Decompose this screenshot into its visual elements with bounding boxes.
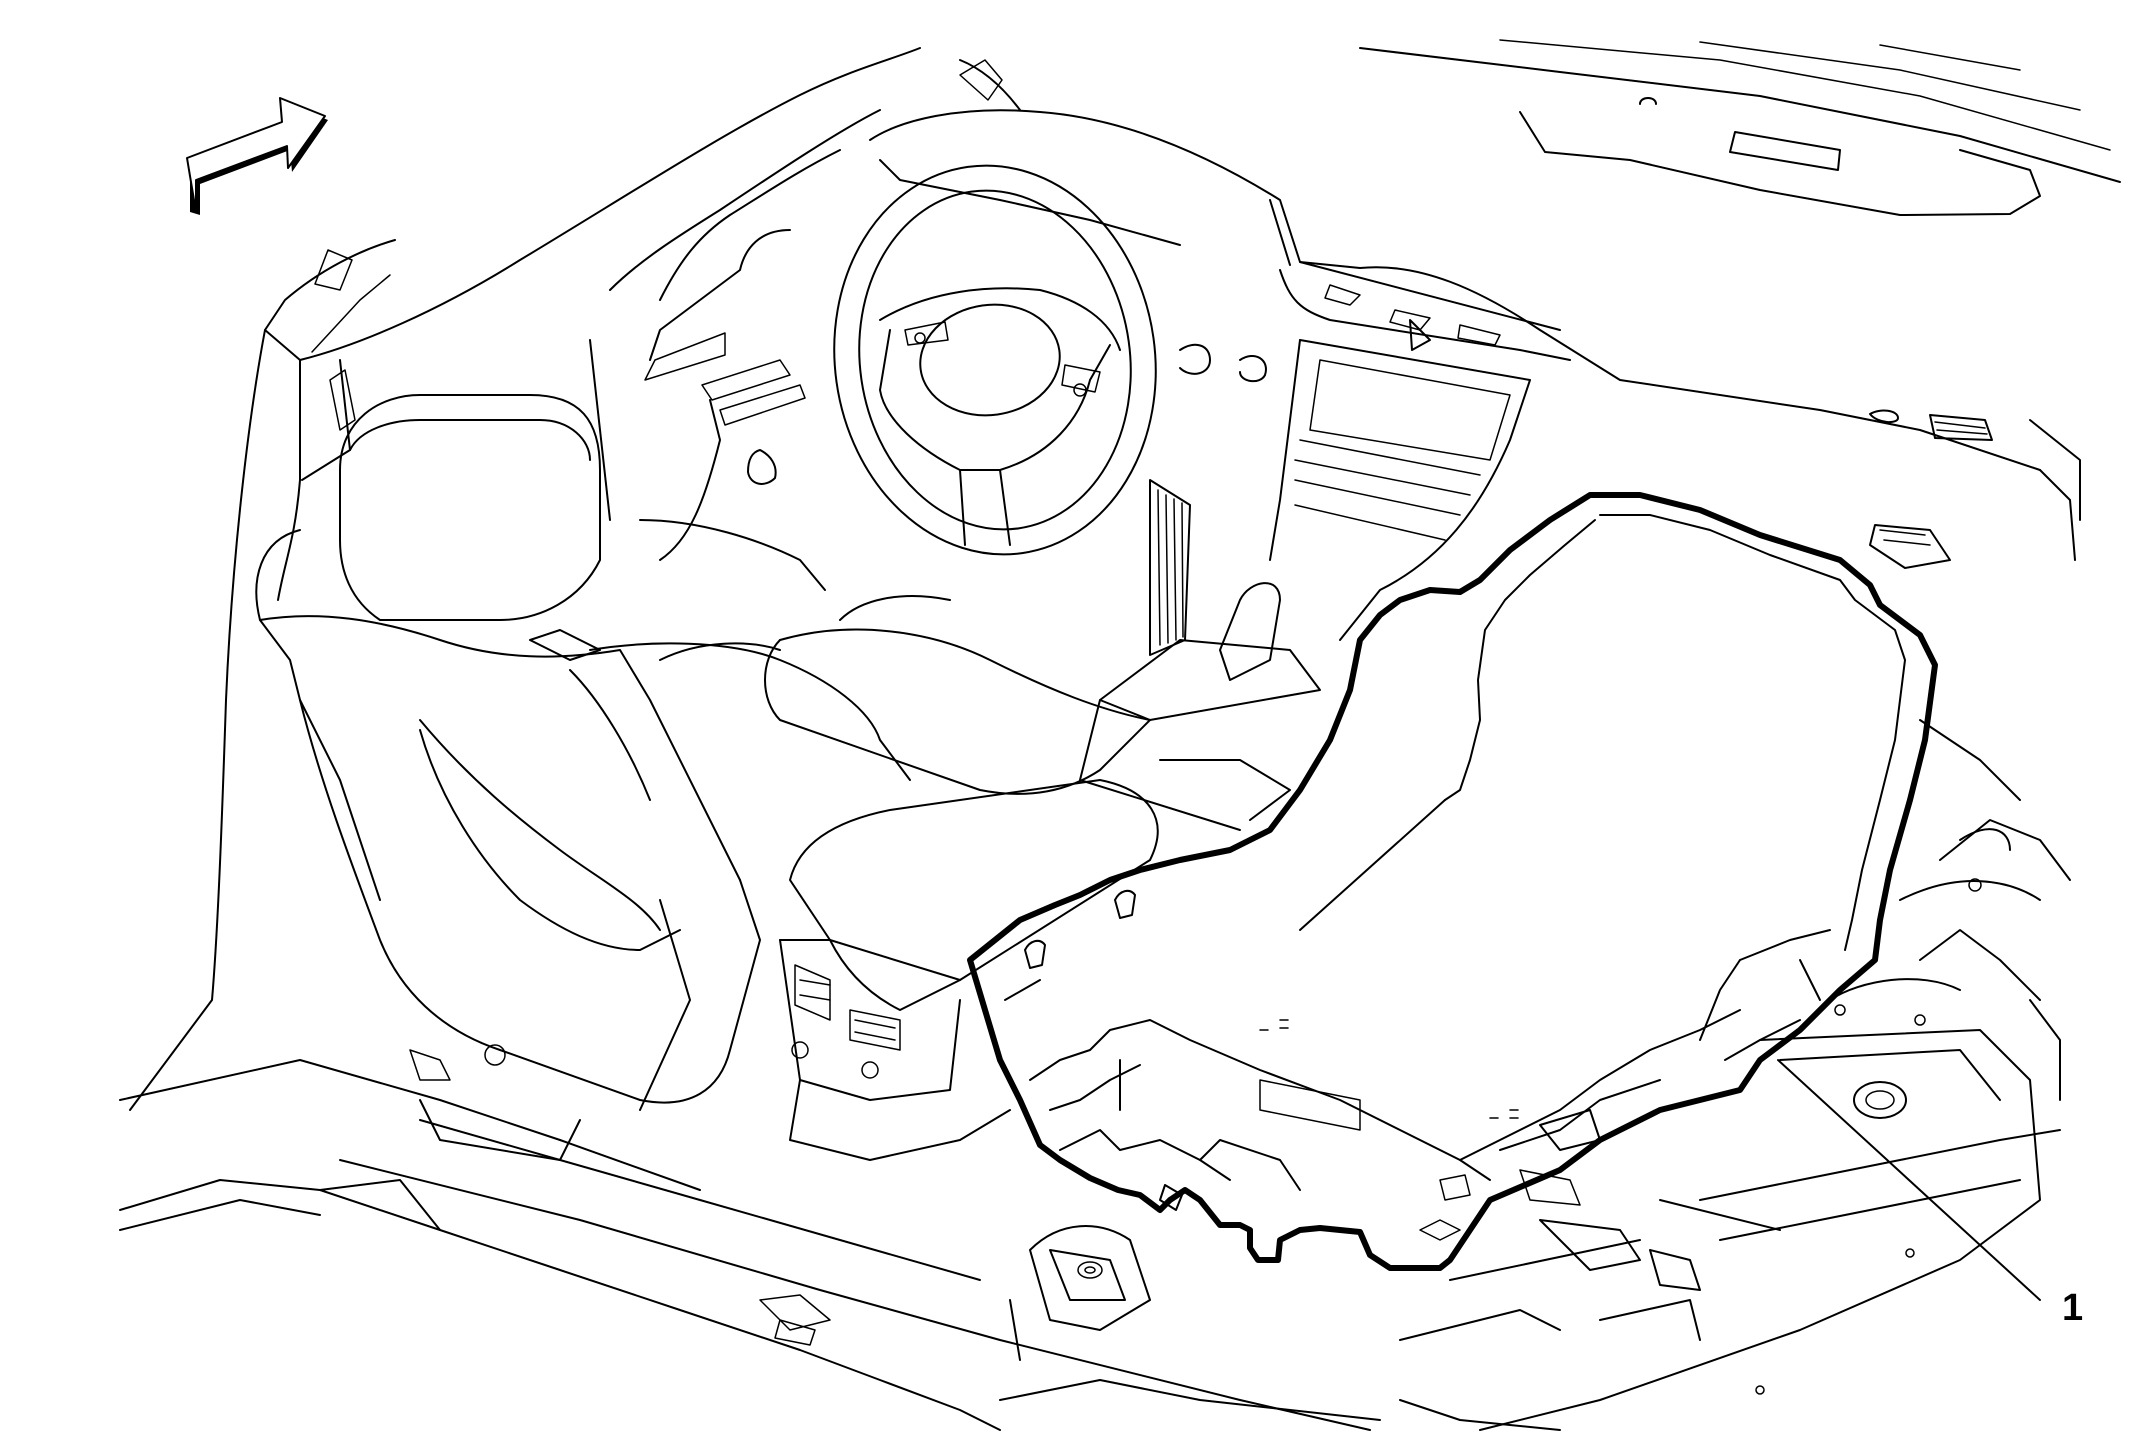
- callout-1-leader: [1777, 1059, 2041, 1301]
- passenger-seat-cushion: [659, 595, 1151, 795]
- floor-pan: [119, 1059, 1561, 1431]
- right-floor-structure: [1399, 719, 2071, 1431]
- callout-1-label: 1: [2062, 1287, 2083, 1329]
- center-console: [779, 639, 1321, 1161]
- pedal-area: [1149, 343, 1281, 681]
- windshield-frame: [1359, 39, 2121, 216]
- front-floor-carpet: [967, 492, 1938, 1271]
- left-door-frame: [129, 47, 1021, 1111]
- front-direction-arrow-icon: [186, 97, 328, 215]
- driver-seat: [255, 394, 911, 1161]
- driver-door-panel: [589, 109, 881, 591]
- instrument-panel: [869, 109, 2081, 569]
- center-stack: [1269, 319, 1531, 641]
- steering-wheel: [833, 164, 1157, 556]
